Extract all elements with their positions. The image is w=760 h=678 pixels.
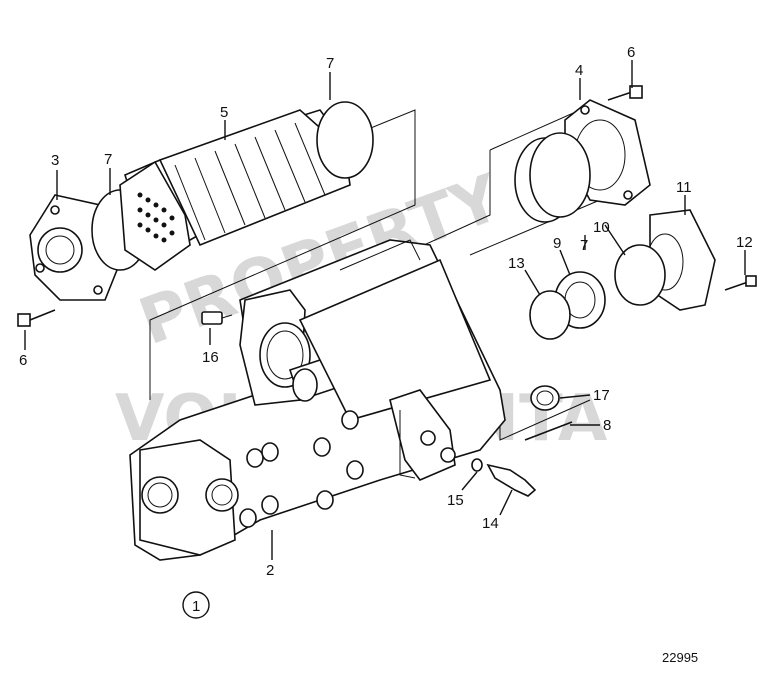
callout-8: 8: [603, 417, 611, 434]
callout-11: 11: [676, 179, 692, 196]
callout-9: 9: [553, 235, 561, 252]
callout-17: 17: [593, 387, 610, 404]
callout-7-right: 7: [580, 237, 588, 254]
callout-13: 13: [508, 255, 525, 272]
part-2-main-housing: [129, 239, 506, 561]
leader-lines: [24, 60, 746, 560]
part-13-seal-ring: [529, 290, 571, 340]
callout-4: 4: [575, 62, 583, 79]
callout-14: 14: [482, 515, 499, 532]
callout-10: 10: [593, 219, 610, 236]
part-17-plug: [530, 385, 560, 411]
part-8-stud: [524, 421, 573, 441]
callout-1: 1: [192, 598, 200, 615]
callout-7-top: 7: [326, 55, 334, 72]
callout-7-left: 7: [104, 151, 112, 168]
callout-12: 12: [736, 234, 753, 251]
callout-15: 15: [447, 492, 464, 509]
figure-number: 22995: [662, 650, 698, 665]
callout-16: 16: [202, 349, 219, 366]
callout-3: 3: [51, 152, 59, 169]
callout-5: 5: [220, 104, 228, 121]
callouts: 7 5 3 7 4 6 11 10 9 7 12 13 6 16 17 8 15…: [19, 44, 753, 579]
callout-1-circled: 1: [182, 591, 210, 619]
part-15-washer: [471, 458, 483, 472]
part-7-o-rings-upper: [514, 132, 591, 223]
part-14-sensor: [486, 463, 537, 497]
callout-6-top: 6: [627, 44, 635, 61]
part-6-bolt-lower: [17, 309, 56, 327]
part-5-cooler-core: [119, 109, 352, 271]
callout-2: 2: [266, 562, 274, 579]
part-10-seal: [614, 244, 666, 306]
part-16-plug: [201, 311, 233, 325]
part-6-bolt-upper: [607, 85, 643, 101]
callout-6-left: 6: [19, 352, 27, 369]
part-12-bolt: [724, 275, 757, 291]
part-7-o-ring-right: [316, 101, 374, 179]
